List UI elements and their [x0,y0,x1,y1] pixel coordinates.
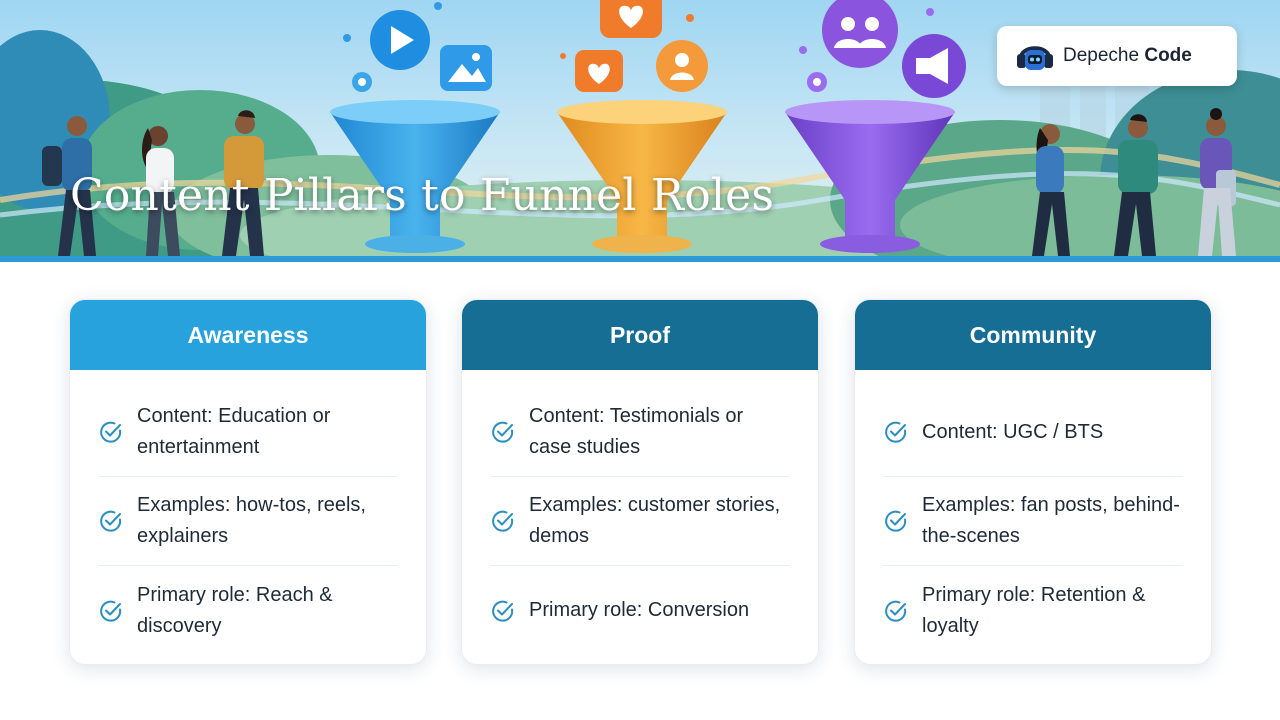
item-text: Primary role: Retention & loyalty [922,583,1146,637]
card-header: Proof [462,300,818,370]
check-circle-icon [885,510,907,532]
funnel-purple-illustration [785,0,966,253]
brand-name: Depeche Code [1063,45,1192,66]
item-text: Content: UGC / BTS [922,420,1104,443]
item-text: Content: Testimonials or case studies [529,405,744,458]
list-item: Primary role: Conversion [490,566,790,655]
check-circle-icon [100,600,122,622]
list-item: Content: Testimonials or case studies [490,388,790,477]
robot-headphones-icon [1017,46,1053,70]
check-circle-icon [885,600,907,622]
check-circle-icon [492,510,514,532]
card-header: Community [855,300,1211,370]
item-text: Examples: fan posts, behind-the-scenes [922,494,1180,547]
page-title: Content Pillars to Funnel Roles [70,170,775,221]
check-circle-icon [100,421,122,443]
item-text: Examples: customer stories, demos [529,494,781,547]
card-proof: Proof Content: Testimonials or case stud… [461,299,819,665]
brand-logo[interactable]: Depeche Code [997,26,1237,86]
list-item: Primary role: Retention & loyalty [883,566,1183,655]
list-item: Examples: fan posts, behind-the-scenes [883,477,1183,566]
people-illustration-left [42,110,264,256]
accent-divider [0,256,1280,262]
item-text: Primary role: Reach & discovery [137,583,333,637]
card-awareness: Awareness Content: Education or entertai… [69,299,427,665]
funnel-blue-illustration [330,2,500,253]
list-item: Examples: customer stories, demos [490,477,790,566]
list-item: Examples: how-tos, reels, explainers [98,477,398,566]
check-circle-icon [492,600,514,622]
item-text: Examples: how-tos, reels, explainers [137,494,366,547]
item-text: Primary role: Conversion [529,599,750,621]
check-circle-icon [492,421,514,443]
check-circle-icon [100,510,122,532]
list-item: Content: Education or entertainment [98,388,398,477]
funnel-orange-illustration [557,0,727,253]
list-item: Primary role: Reach & discovery [98,566,398,655]
list-item: Content: UGC / BTS [883,388,1183,477]
card-community: Community Content: UGC / BTS Examples: f… [854,299,1212,665]
people-illustration-right [1032,108,1236,256]
item-text: Content: Education or entertainment [137,405,331,458]
check-circle-icon [885,421,907,443]
card-header: Awareness [70,300,426,370]
